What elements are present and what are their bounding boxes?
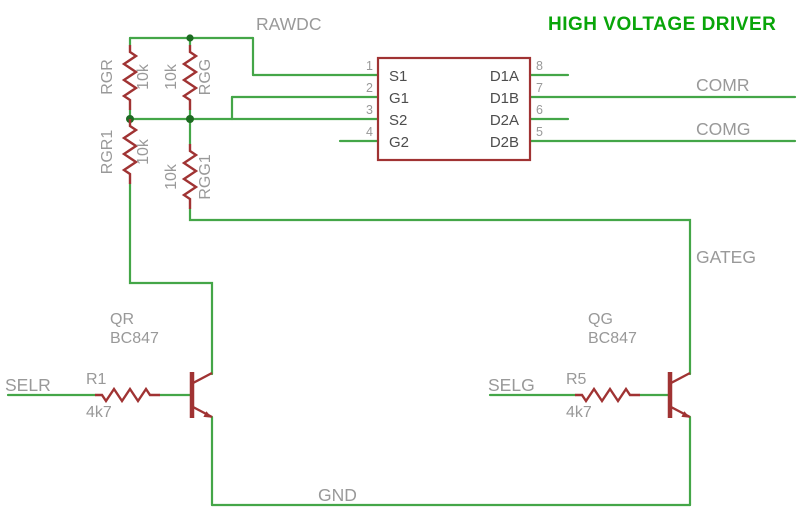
pin-name-g2: G2: [389, 134, 409, 151]
net-label-gateg: GATEG: [696, 247, 756, 267]
pin-number-7: 7: [536, 81, 543, 95]
resistor-name-rgg1: RGG1: [197, 154, 214, 199]
resistor-name-r5: R5: [566, 371, 587, 388]
net-label-gnd: GND: [318, 485, 357, 505]
transistor-name-qr: QR: [110, 311, 134, 328]
wire-gateg-net: [188, 207, 692, 376]
resistor-value-rgr: 10k: [135, 63, 152, 90]
net-label-comr: COMR: [696, 75, 749, 95]
net-label-selg: SELG: [488, 375, 535, 395]
schematic-title: HIGH VOLTAGE DRIVER: [548, 14, 776, 35]
resistor-r1-symbol: [93, 387, 162, 403]
pin-name-g1: G1: [389, 90, 409, 107]
pin-number-8: 8: [536, 59, 543, 73]
pin-number-2: 2: [366, 81, 373, 95]
resistor-name-rgr: RGR: [99, 59, 116, 95]
pin-number-4: 4: [366, 125, 373, 139]
net-label-selr: SELR: [5, 375, 51, 395]
pin-name-d2a: D2A: [490, 112, 519, 129]
pin-number-5: 5: [536, 125, 543, 139]
pin-number-6: 6: [536, 103, 543, 117]
resistor-value-r1: 4k7: [86, 404, 112, 421]
wire-qr-collector-net: [128, 182, 214, 376]
resistor-value-rgr1: 10k: [135, 138, 152, 165]
resistor-value-rgg: 10k: [163, 63, 180, 90]
resistor-r5-symbol: [573, 387, 642, 403]
transistor-qr-symbol: [192, 372, 212, 418]
resistor-rgg-symbol: [182, 43, 198, 112]
pin-name-s2: S2: [389, 112, 407, 129]
junction-dot: [186, 115, 194, 123]
resistor-name-rgr1: RGR1: [99, 130, 116, 175]
junction-dot: [186, 34, 194, 42]
resistor-value-r5: 4k7: [566, 404, 592, 421]
pin-name-d2b: D2B: [490, 134, 519, 151]
pin-name-d1b: D1B: [490, 90, 519, 107]
transistor-part-qg: BC847: [588, 330, 637, 347]
pin-number-3: 3: [366, 103, 373, 117]
net-label-rawdc: RAWDC: [256, 14, 321, 34]
resistor-value-rgg1: 10k: [163, 163, 180, 190]
ic-body: [376, 56, 532, 162]
resistor-name-r1: R1: [86, 371, 107, 388]
resistor-rgg1-symbol: [182, 142, 198, 211]
resistor-name-rgg: RGG: [197, 59, 214, 95]
net-label-comg: COMG: [696, 119, 750, 139]
transistor-name-qg: QG: [588, 311, 613, 328]
pin-name-s1: S1: [389, 68, 407, 85]
pin-number-1: 1: [366, 59, 373, 73]
transistor-qg-symbol: [670, 372, 690, 418]
pin-name-d1a: D1A: [490, 68, 519, 85]
transistor-part-qr: BC847: [110, 330, 159, 347]
